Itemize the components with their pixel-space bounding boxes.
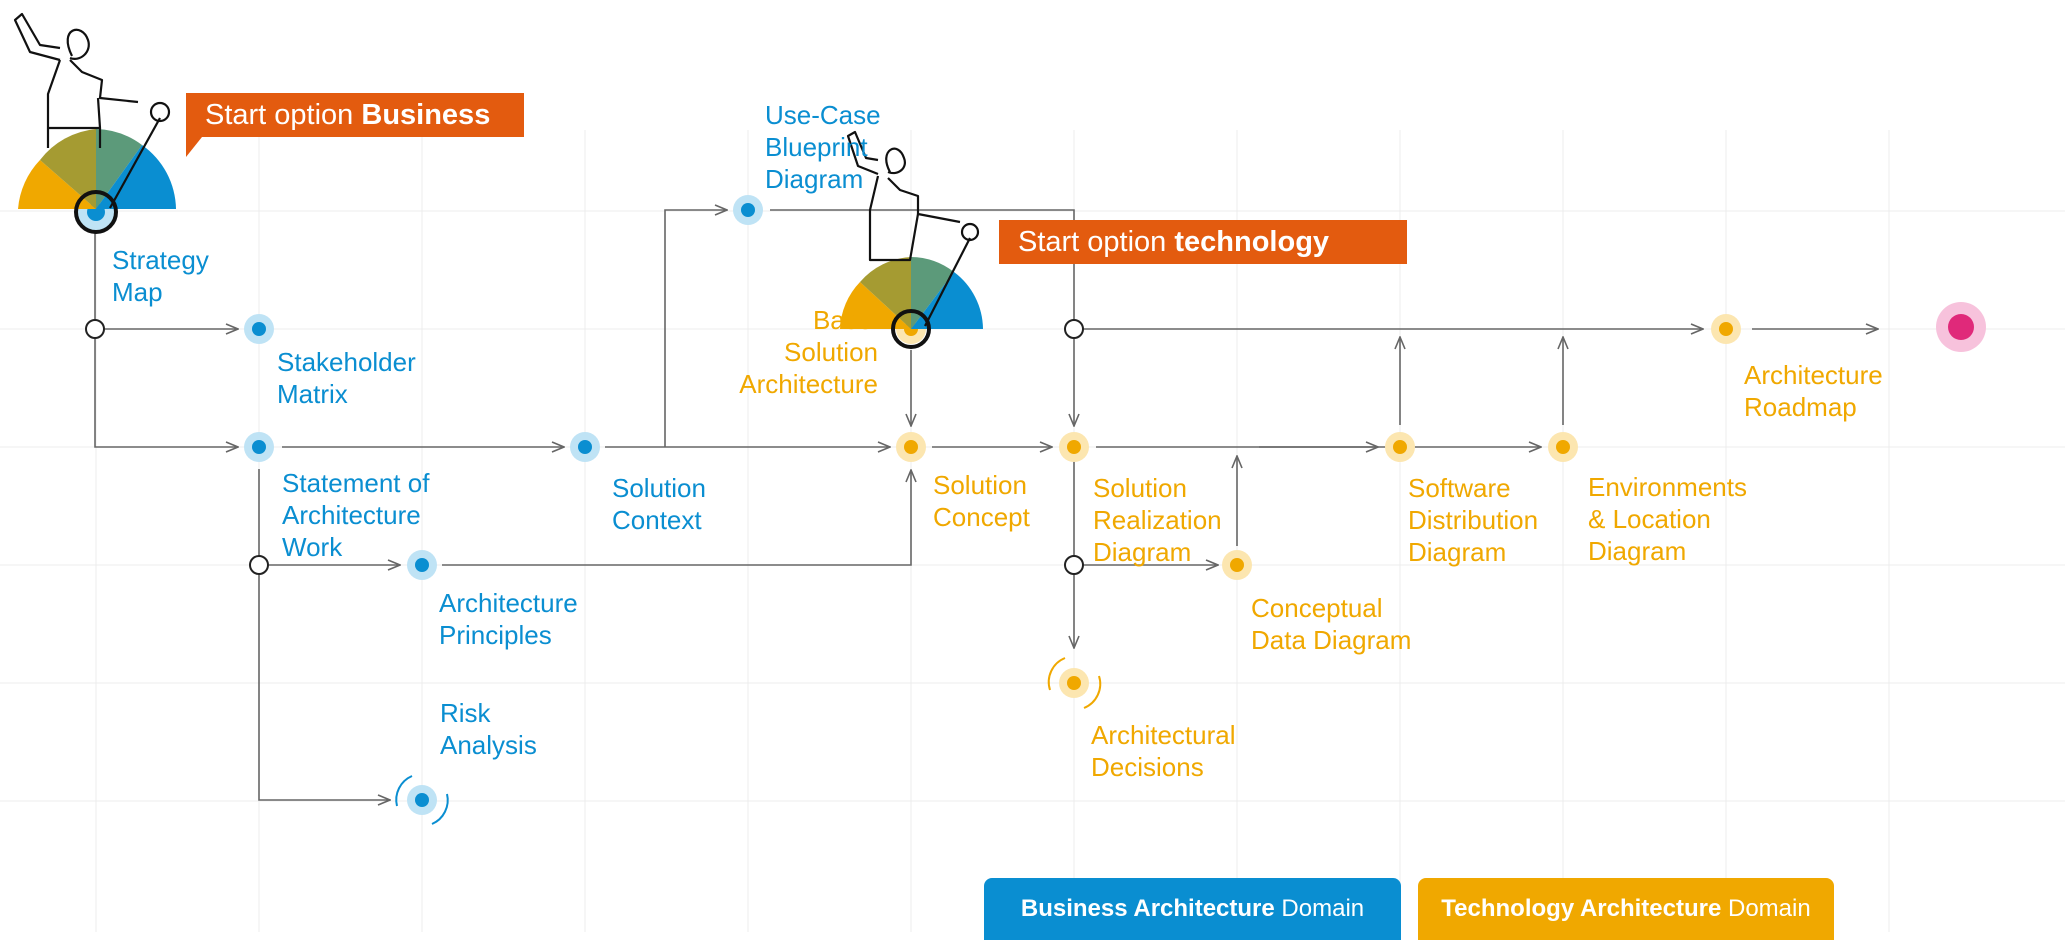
legend-technology-domain: Technology Architecture Domain [1418,878,1834,940]
label-architectural-decisions: Architectural Decisions [1091,720,1236,782]
legend-rest: Domain [1274,895,1365,922]
node-architectural-decisions[interactable] [1047,657,1102,709]
cycle-arrow-icon [395,775,413,807]
start-option-business-callout: Start option Business [186,93,524,137]
legend-strong: Business Architecture [1020,895,1275,922]
label-statement-of-work: Statement of Architecture Work [282,468,430,562]
technology-start-figure-icon [840,130,983,349]
node-solution-realization[interactable] [1059,432,1089,462]
business-start-figure-icon [13,12,176,234]
label-strategy-map: Strategy Map [112,245,209,307]
label-solution-concept: Solution Concept [933,470,1030,532]
node-stakeholder-matrix[interactable] [244,314,274,344]
label-solution-realization: Solution Realization Diagram [1093,473,1222,567]
label-use-case-blueprint: Use-Case Blueprint Diagram [765,100,881,194]
junction-circle [85,319,105,339]
junction-circle [1064,319,1084,339]
node-environments-location[interactable] [1548,432,1578,462]
legend-business-domain: Business Architecture Domain [984,878,1401,940]
junction-circle [1064,555,1084,575]
label-architecture-roadmap: Architecture Roadmap [1744,360,1883,422]
label-conceptual-data: Conceptual Data Diagram [1251,593,1412,655]
legend-strong: Technology Architecture [1441,895,1722,922]
callout-tail-icon [186,137,202,157]
label-stakeholder-matrix: Stakeholder Matrix [277,347,416,409]
end-node[interactable] [1936,302,1986,352]
technology-nodes [896,314,1741,709]
node-solution-concept[interactable] [896,432,926,462]
node-architecture-principles[interactable] [407,550,437,580]
node-use-case-blueprint[interactable] [733,195,763,225]
legend-rest: Domain [1721,895,1811,922]
node-conceptual-data[interactable] [1222,550,1252,580]
node-solution-context[interactable] [570,432,600,462]
junctions [85,319,1084,575]
label-risk-analysis: Risk Analysis [440,698,537,760]
cycle-arrow-icon [1047,657,1066,691]
label-software-distribution: Software Distribution Diagram [1408,473,1539,567]
start-option-technology-callout: Start option technology [999,220,1407,264]
callout-strong: technology [1174,226,1330,258]
node-architecture-roadmap[interactable] [1711,314,1741,344]
callout-strong: Business [361,99,491,131]
node-software-distribution[interactable] [1385,432,1415,462]
label-architecture-principles: Architecture Principles [439,588,578,650]
label-baseline-solution: Basel Solution Architecture [739,305,878,399]
label-solution-context: Solution Context [612,473,706,535]
connector-lines [94,210,1878,800]
label-environments-location: Environments & Location Diagram [1588,472,1747,566]
callout-prefix: Start option [205,99,362,131]
junction-circle [249,555,269,575]
callout-prefix: Start option [1018,226,1175,258]
node-risk-analysis[interactable] [395,775,449,825]
node-statement-of-work[interactable] [244,432,274,462]
